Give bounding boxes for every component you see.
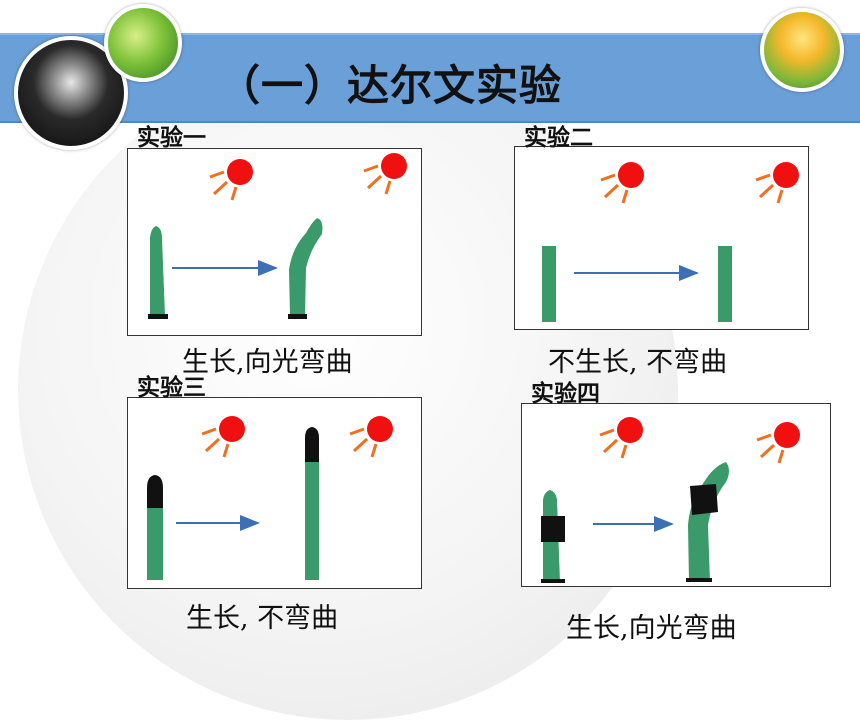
coleoptile <box>150 226 165 316</box>
experiment-3-caption: 生长, 不弯曲 <box>186 603 339 634</box>
sun-icon <box>754 160 801 205</box>
coleoptile-base <box>148 314 168 319</box>
coleoptile-base <box>541 579 565 583</box>
sun-icon <box>599 160 646 205</box>
leaf-photo-icon <box>104 4 182 82</box>
experiment-4-drawing <box>541 415 802 583</box>
coleoptile <box>305 458 319 580</box>
sun-icon <box>200 414 247 459</box>
coleoptile-base <box>686 578 712 582</box>
sun-icon <box>208 157 255 202</box>
sun-icon <box>598 415 645 460</box>
experiment-4-label: 实验四 <box>531 381 600 407</box>
experiment-1-panel <box>127 148 422 336</box>
tulip-photo-icon <box>760 8 844 92</box>
tip-cap <box>147 475 163 508</box>
sun-icon <box>348 414 395 459</box>
tip-cap <box>305 427 319 462</box>
coleoptile <box>147 506 163 580</box>
sleeve-cover <box>541 516 565 542</box>
coleoptile-cut <box>542 246 556 322</box>
experiment-3-drawing <box>147 414 395 580</box>
experiments-drawing <box>147 151 802 583</box>
experiment-2-drawing <box>542 160 801 322</box>
experiment-3-label: 实验三 <box>137 375 206 401</box>
experiment-1-label: 实验一 <box>137 125 206 151</box>
experiment-2-label: 实验二 <box>524 125 593 151</box>
experiment-1-drawing <box>148 151 409 319</box>
sun-icon <box>362 151 409 196</box>
coleoptile-cut <box>718 246 732 322</box>
coleoptile-base <box>288 314 307 319</box>
coleoptile-bent <box>289 218 323 316</box>
page-title: （一）达尔文实验 <box>218 61 563 110</box>
experiment-1-caption: 生长,向光弯曲 <box>182 347 353 378</box>
experiment-4-caption: 生长,向光弯曲 <box>566 613 737 644</box>
sun-icon <box>755 420 802 465</box>
experiment-2-panel <box>514 146 809 330</box>
sleeve-cover <box>690 484 718 515</box>
coleoptile-bent <box>688 462 729 582</box>
experiment-2-caption: 不生长, 不弯曲 <box>548 347 728 378</box>
